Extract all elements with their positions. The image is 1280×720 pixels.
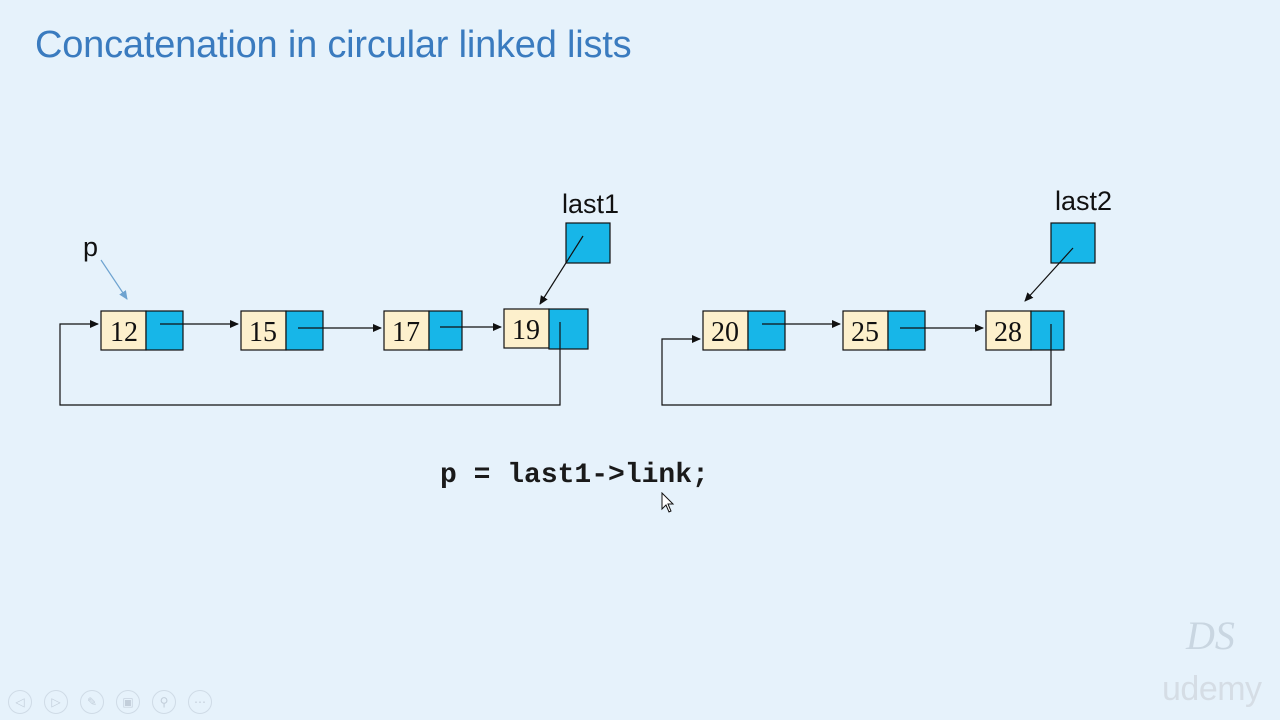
last1-arrow	[539, 235, 584, 305]
circular-link-list1	[59, 320, 561, 406]
last2-pointer-box	[1050, 222, 1096, 264]
pointer-label-p: p	[83, 232, 99, 262]
ds-monogram-logo: DS	[1186, 613, 1235, 658]
list1-node-2: 15	[240, 310, 324, 351]
list1-node-1: 12	[100, 310, 184, 351]
list2-node-2: 25	[842, 310, 926, 351]
slides-icon[interactable]: ▣	[116, 690, 140, 714]
next-icon[interactable]: ▷	[44, 690, 68, 714]
pointer-label-last1: last1	[562, 189, 620, 219]
udemy-logo: udemy	[1162, 670, 1262, 708]
circular-link-list2	[661, 324, 1052, 406]
pointer-label-last2: last2	[1055, 186, 1113, 216]
p-arrow	[100, 259, 128, 300]
last2-arrow	[1024, 247, 1074, 302]
list2-node-1: 20	[702, 310, 786, 351]
more-icon[interactable]: ⋯	[188, 690, 212, 714]
node-value: 28	[994, 317, 1022, 348]
zoom-icon[interactable]: ⚲	[152, 690, 176, 714]
presenter-toolbar: ◁ ▷ ✎ ▣ ⚲ ⋯	[8, 690, 212, 714]
slide-title: Concatenation in circular linked lists	[35, 24, 632, 66]
code-statement: p = last1->link;	[440, 460, 709, 491]
node-value: 17	[392, 317, 420, 348]
node-value: 15	[249, 317, 277, 348]
list2-node-3: 28	[985, 310, 1065, 351]
mouse-cursor-icon	[661, 492, 675, 513]
node-value: 19	[512, 315, 540, 346]
last1-pointer-box	[565, 222, 611, 264]
pen-icon[interactable]: ✎	[80, 690, 104, 714]
node-value: 25	[851, 317, 879, 348]
list1-node-3: 17	[383, 310, 463, 351]
node-value: 20	[711, 317, 739, 348]
list1-node-4: 19	[503, 308, 589, 350]
prev-icon[interactable]: ◁	[8, 690, 32, 714]
node-value: 12	[110, 317, 138, 348]
